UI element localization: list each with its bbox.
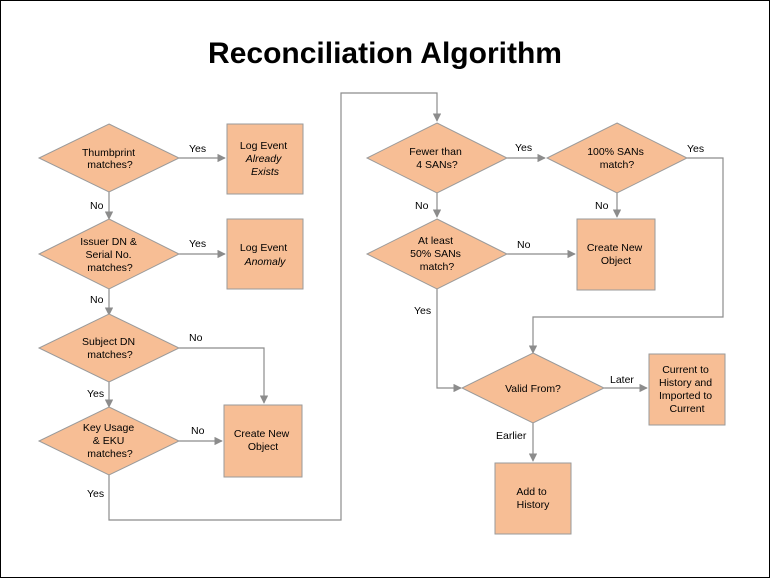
label-fewer-yes: Yes [515, 142, 532, 154]
connectors [104, 92, 724, 521]
box-current-to-history: Current to History and Imported to Curre… [648, 353, 726, 426]
decision-issuer-text: Issuer DN & Serial No. matches? [80, 236, 140, 274]
label-fewer-no: No [415, 200, 429, 212]
decision-subject: Subject DN matches? [37, 313, 181, 383]
label-subject-no: No [189, 332, 203, 344]
edge-atleast-to-validfrom [436, 289, 462, 393]
box-log-event-exists: Log Event Already Exists [226, 123, 304, 195]
box-log-event-anomaly: Log Event Anomaly [226, 218, 304, 290]
label-key-no: No [191, 425, 205, 437]
decision-keyusage: Key Usage & EKU matches? [37, 406, 181, 476]
decision-thumbprint-text: Thumbprint matches? [82, 147, 138, 171]
label-atleast-no: No [517, 239, 531, 251]
decision-atleast-sans-text: At least 50% SANs match? [410, 235, 464, 273]
label-thumb-no: No [90, 200, 104, 212]
label-hundred-yes: Yes [687, 143, 704, 155]
box-create-new-object-right: Create New Object [576, 218, 656, 291]
label-key-yes: Yes [87, 488, 104, 500]
decision-keyusage-text: Key Usage & EKU matches? [83, 422, 137, 460]
decision-valid-from: Valid From? [460, 352, 606, 424]
label-thumb-yes: Yes [189, 143, 206, 155]
label-issuer-no: No [90, 294, 104, 306]
label-valid-later: Later [610, 374, 634, 386]
label-atleast-yes: Yes [414, 305, 431, 317]
box-add-to-history: Add to History [494, 462, 572, 535]
decision-hundred-sans-text: 100% SANs match? [587, 146, 647, 171]
decision-fewer-sans: Fewer than 4 SANs? [365, 122, 509, 194]
box-current-to-history-text: Current to History and Imported to Curre… [659, 364, 715, 415]
diagram-title: Reconciliation Algorithm [208, 37, 562, 70]
edge-labels: Yes No Yes No No Yes No Yes Yes No Yes N… [87, 142, 704, 500]
edge-keyusage-to-fewer [108, 92, 442, 521]
label-subject-yes: Yes [87, 388, 104, 400]
box-add-to-history-text: Add to History [516, 486, 550, 511]
box-create-new-object-right-text: Create New Object [587, 242, 645, 267]
label-issuer-yes: Yes [189, 238, 206, 250]
box-log-event-exists-text: Log Event Already Exists [240, 140, 290, 178]
label-valid-earlier: Earlier [496, 430, 527, 442]
decision-hundred-sans: 100% SANs match? [545, 122, 689, 194]
box-create-new-object-left: Create New Object [223, 404, 303, 478]
decision-thumbprint: Thumbprint matches? [37, 123, 181, 193]
decision-atleast-sans: At least 50% SANs match? [365, 218, 509, 290]
edge-subject-to-create-left [179, 347, 269, 404]
edge-hundred-to-validfrom [528, 157, 724, 354]
box-create-new-object-left-text: Create New Object [234, 428, 292, 453]
decision-valid-from-text: Valid From? [505, 383, 561, 395]
decision-subject-text: Subject DN matches? [82, 336, 138, 361]
box-log-event-anomaly-text: Log Event Anomaly [240, 242, 290, 268]
decision-issuer: Issuer DN & Serial No. matches? [37, 218, 181, 290]
label-hundred-no: No [595, 200, 609, 212]
decision-fewer-sans-text: Fewer than 4 SANs? [409, 146, 464, 171]
